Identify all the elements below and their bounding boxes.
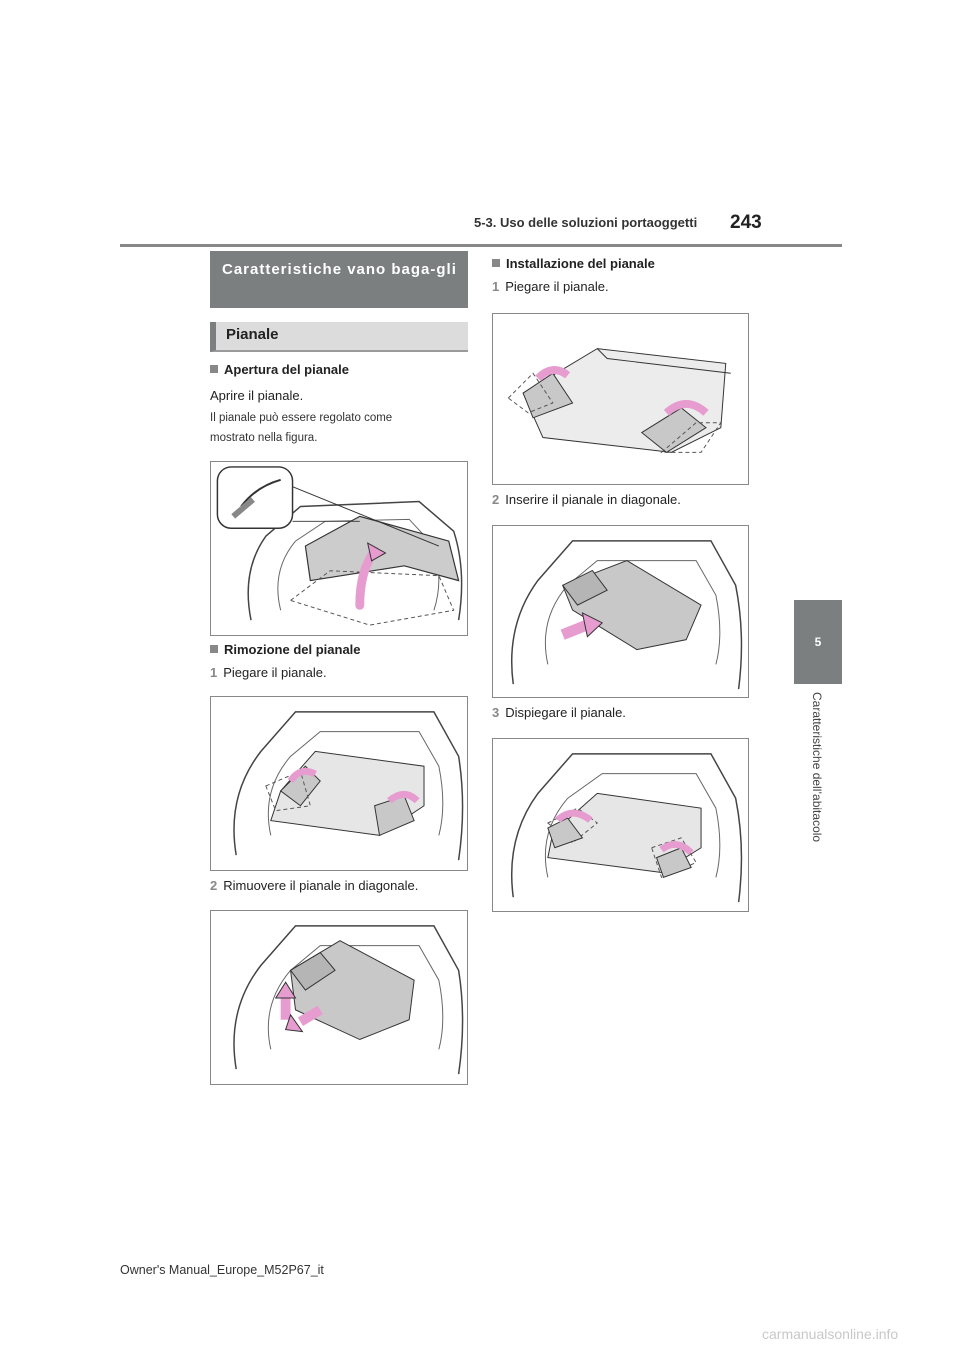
section-heading: Caratteristiche vano baga-gli xyxy=(210,251,468,308)
opening-note-line2: mostrato nella figura. xyxy=(210,432,318,444)
removal-fold-illustration xyxy=(233,711,464,861)
removal-step1: 1 Piegare il pianale. xyxy=(210,665,327,680)
opening-note: Il pianale può essere regolato come most… xyxy=(210,408,392,448)
installation-step2-text: Inserire il pianale in diagonale. xyxy=(505,492,681,507)
installation-step1-number: 1 xyxy=(492,279,500,294)
removal-diagonal-illustration xyxy=(233,925,464,1075)
installation-step1-text: Piegare il pianale. xyxy=(505,279,609,294)
figure-installation-fold xyxy=(492,313,749,485)
removal-step1-number: 1 xyxy=(210,665,218,680)
opening-title-text: Apertura del pianale xyxy=(224,362,349,377)
removal-step1-text: Piegare il pianale. xyxy=(223,665,327,680)
bullet-square-icon xyxy=(210,645,218,653)
installation-step1: 1 Piegare il pianale. xyxy=(492,279,609,294)
footer-manual-title: Owner's Manual_Europe_M52P67_it xyxy=(120,1263,324,1277)
removal-step2-number: 2 xyxy=(210,878,218,893)
chapter-tab: 5 xyxy=(794,600,842,684)
bullet-square-icon xyxy=(210,365,218,373)
installation-title: Installazione del pianale xyxy=(492,256,655,271)
running-header-section: 5-3. Uso delle soluzioni portaoggetti xyxy=(474,215,698,230)
figure-removal-fold xyxy=(210,696,468,871)
removal-title-text: Rimozione del pianale xyxy=(224,642,361,657)
installation-step3-text: Dispiegare il pianale. xyxy=(505,705,626,720)
figure-removal-diagonal xyxy=(210,910,468,1085)
removal-title: Rimozione del pianale xyxy=(210,642,361,657)
installation-step3-number: 3 xyxy=(492,705,500,720)
installation-unfold-illustration xyxy=(510,753,743,903)
subsection-heading: Pianale xyxy=(210,322,468,352)
installation-step2: 2 Inserire il pianale in diagonale. xyxy=(492,492,681,507)
opening-illustration xyxy=(216,466,463,626)
page-number: 243 xyxy=(730,212,762,233)
installation-diagonal-illustration xyxy=(510,540,743,690)
chapter-side-label: Caratteristiche dell’abitacolo xyxy=(802,692,832,862)
removal-step2: 2 Rimuovere il pianale in diagonale. xyxy=(210,878,418,893)
watermark: carmanualsonline.info xyxy=(762,1326,899,1342)
chapter-number: 5 xyxy=(814,635,822,649)
installation-fold-illustration xyxy=(507,348,731,453)
figure-installation-diagonal xyxy=(492,525,749,698)
bullet-square-icon xyxy=(492,259,500,267)
chapter-title: Caratteristiche dell’abitacolo xyxy=(810,692,824,843)
opening-title: Apertura del pianale xyxy=(210,362,349,377)
figure-installation-unfold xyxy=(492,738,749,912)
installation-step2-number: 2 xyxy=(492,492,500,507)
header-divider xyxy=(120,244,842,247)
opening-note-line1: Il pianale può essere regolato come xyxy=(210,412,393,424)
removal-step2-text: Rimuovere il pianale in diagonale. xyxy=(223,878,419,893)
installation-step3: 3 Dispiegare il pianale. xyxy=(492,705,626,720)
installation-title-text: Installazione del pianale xyxy=(506,256,655,271)
opening-text: Aprire il pianale. xyxy=(210,388,304,403)
figure-opening xyxy=(210,461,468,636)
